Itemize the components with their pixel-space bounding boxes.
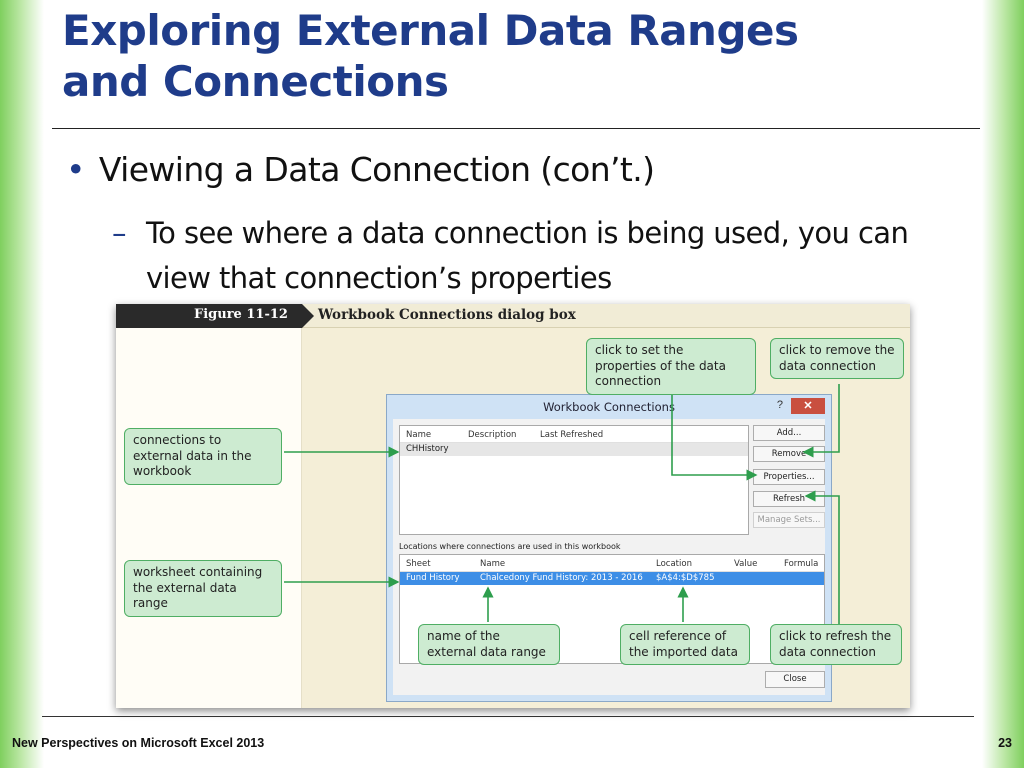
location-sheet: Fund History <box>406 573 460 583</box>
bullet-icon: • <box>66 150 85 189</box>
slide-title-line2: and Connections <box>62 56 449 106</box>
callout-range-name: name of the external data range <box>418 624 560 666</box>
column-header-last-refreshed[interactable]: Last Refreshed <box>540 430 604 440</box>
callout-worksheet: worksheet containing the external data r… <box>124 560 282 617</box>
callout-arrows <box>284 382 840 626</box>
location-row[interactable]: Fund History Chalcedony Fund History: 20… <box>400 572 824 585</box>
callout-remove: click to remove the data connection <box>770 338 904 380</box>
dialog-body: Name Description Last Refreshed CHHistor… <box>393 419 825 695</box>
title-divider <box>52 128 980 129</box>
column-header-value[interactable]: Value <box>734 559 758 569</box>
figure-tab-arrow <box>302 304 314 328</box>
locations-label: Locations where connections are used in … <box>399 542 621 551</box>
bullet-level2-text: To see where a data connection is being … <box>146 216 909 295</box>
callout-set-properties: click to set the properties of the data … <box>586 338 756 395</box>
help-button[interactable]: ? <box>776 399 783 411</box>
footer-divider <box>42 716 974 717</box>
callout-connections: connections to external data in the work… <box>124 428 282 485</box>
figure-caption: Workbook Connections dialog box <box>318 307 576 323</box>
figure-header: Figure 11-12 Workbook Connections dialog… <box>116 304 910 328</box>
figure-number: Figure 11-12 <box>194 307 288 322</box>
figure-11-12: Figure 11-12 Workbook Connections dialog… <box>116 304 910 708</box>
callout-refresh: click to refresh the data connection <box>770 624 902 666</box>
connections-list[interactable]: Name Description Last Refreshed CHHistor… <box>399 425 749 535</box>
column-header-formula[interactable]: Formula <box>784 559 819 569</box>
connections-list-header: Name Description Last Refreshed <box>400 426 748 443</box>
close-icon[interactable]: ✕ <box>791 398 825 414</box>
bullet-level2: – To see where a data connection is bein… <box>112 211 972 301</box>
callout-cell-reference: cell reference of the imported data <box>620 624 750 666</box>
footer-title: New Perspectives on Microsoft Excel 2013 <box>12 736 265 750</box>
right-accent-bar <box>982 0 1024 768</box>
page-number: 23 <box>998 736 1012 750</box>
slide-title-line1: Exploring External Data Ranges <box>62 6 799 55</box>
dash-bullet-icon: – <box>112 216 127 250</box>
manage-sets-button[interactable]: Manage Sets... <box>753 512 825 528</box>
dialog-title: Workbook Connections <box>543 400 675 414</box>
add-button[interactable]: Add... <box>753 425 825 441</box>
connection-name: CHHistory <box>406 444 449 454</box>
location-range: $A$4:$D$785 <box>656 573 715 583</box>
column-header-sheet[interactable]: Sheet <box>406 559 431 569</box>
close-button[interactable]: Close <box>765 671 825 688</box>
column-header-location[interactable]: Location <box>656 559 692 569</box>
left-accent-bar <box>0 0 44 768</box>
column-header-name[interactable]: Name <box>480 559 506 569</box>
locations-list-header: Sheet Name Location Value Formula <box>400 555 824 572</box>
bullet-level1: • Viewing a Data Connection (con’t.) <box>66 150 655 189</box>
connection-row[interactable]: CHHistory <box>400 443 748 456</box>
location-name: Chalcedony Fund History: 2013 - 2016 <box>480 573 643 583</box>
slide-title: Exploring External Data Ranges and Conne… <box>62 6 962 108</box>
bullet-level1-text: Viewing a Data Connection (con’t.) <box>98 150 655 189</box>
column-header-name[interactable]: Name <box>406 430 432 440</box>
figure-number-bar: Figure 11-12 <box>116 304 302 328</box>
column-header-description[interactable]: Description <box>468 430 517 440</box>
workbook-connections-dialog: Workbook Connections ? ✕ Name Descriptio… <box>386 394 832 702</box>
figure-margin-panel <box>116 328 302 708</box>
